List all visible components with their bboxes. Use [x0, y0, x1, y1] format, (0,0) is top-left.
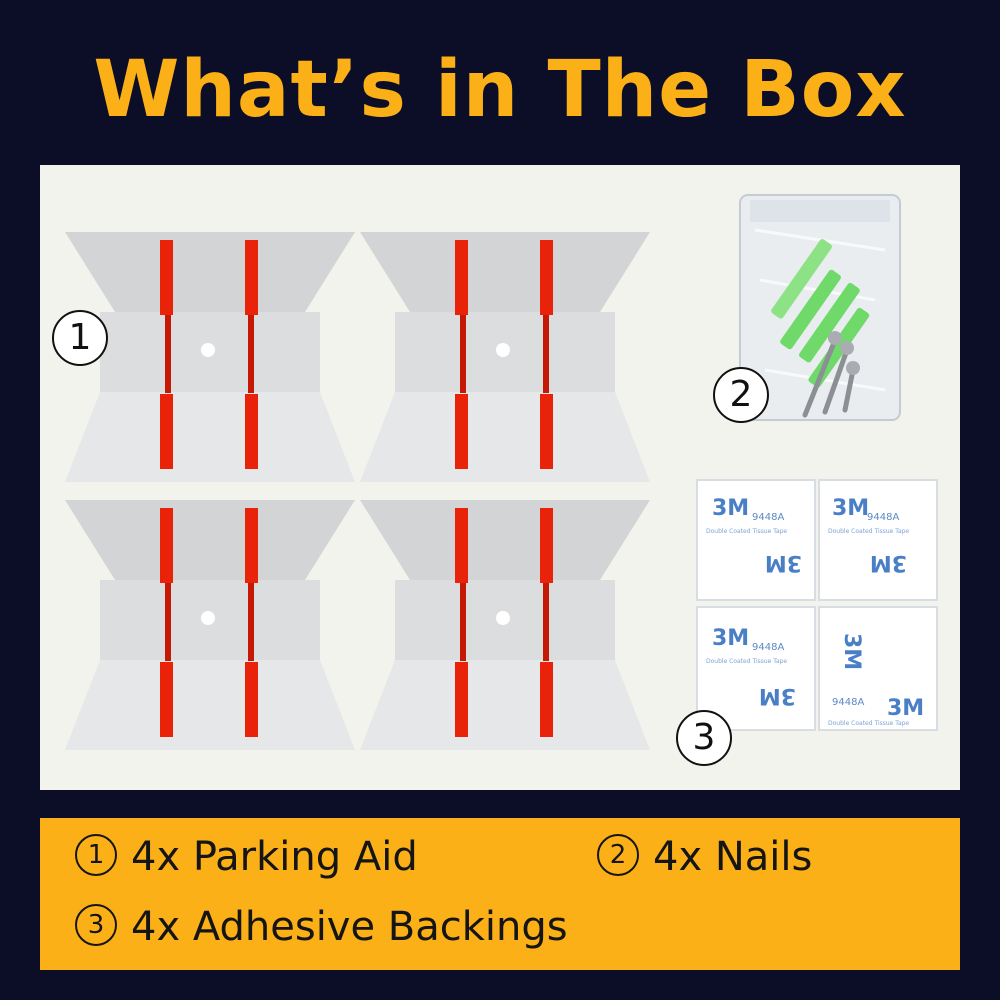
badge-1-icon: 1 [52, 310, 108, 366]
legend-label: 4x Nails [653, 834, 813, 880]
parking-aid-pad [65, 232, 355, 482]
legend-item-adhesive: 3 4x Adhesive Backings [75, 901, 568, 953]
tape-desc-label: Double Coated Tissue Tape [706, 528, 787, 535]
tape-brand-label: 3M [839, 633, 864, 670]
tape-code-label: 9448A [832, 697, 864, 708]
tape-code-label: 9448A [752, 642, 784, 653]
legend-label: 4x Adhesive Backings [131, 904, 568, 950]
tape-desc-label: Double Coated Tissue Tape [706, 658, 787, 665]
nails-bag [739, 194, 901, 421]
badge-2-icon: 2 [713, 367, 769, 423]
legend-item-nails: 2 4x Nails [597, 831, 812, 883]
legend-number-icon: 2 [597, 834, 639, 876]
badge-3-icon: 3 [676, 710, 732, 766]
tape-brand-label: 3M [887, 696, 924, 721]
tape-brand-label: 3M [759, 683, 796, 708]
tape-code-label: 9448A [752, 512, 784, 523]
tape-brand-label: 3M [832, 496, 869, 521]
page-title: What’s in The Box [93, 45, 907, 135]
parking-aid-pad [65, 500, 355, 750]
legend-number-icon: 3 [75, 904, 117, 946]
tape-desc-label: Double Coated Tissue Tape [828, 528, 909, 535]
parking-aid-pad [360, 232, 650, 482]
tape-desc-label: Double Coated Tissue Tape [828, 720, 909, 727]
contents-legend: 1 4x Parking Aid 2 4x Nails 3 4x Adhesive B… [40, 818, 960, 970]
tape-brand-label: 3M [712, 626, 749, 651]
parking-aid-pad [360, 500, 650, 750]
product-photo-panel: 1 2 3M 3M [40, 165, 960, 790]
adhesive-tapes: 3M 3M 3M 3M 3M 3M 3M 3M 9448A 9448A 9448… [692, 475, 942, 735]
legend-label: 4x Parking Aid [131, 834, 418, 880]
legend-number-icon: 1 [75, 834, 117, 876]
tape-brand-label: 3M [870, 550, 907, 575]
legend-item-parking-aid: 1 4x Parking Aid [75, 831, 418, 883]
tape-brand-label: 3M [712, 496, 749, 521]
tape-brand-label: 3M [765, 550, 802, 575]
tape-code-label: 9448A [867, 512, 899, 523]
